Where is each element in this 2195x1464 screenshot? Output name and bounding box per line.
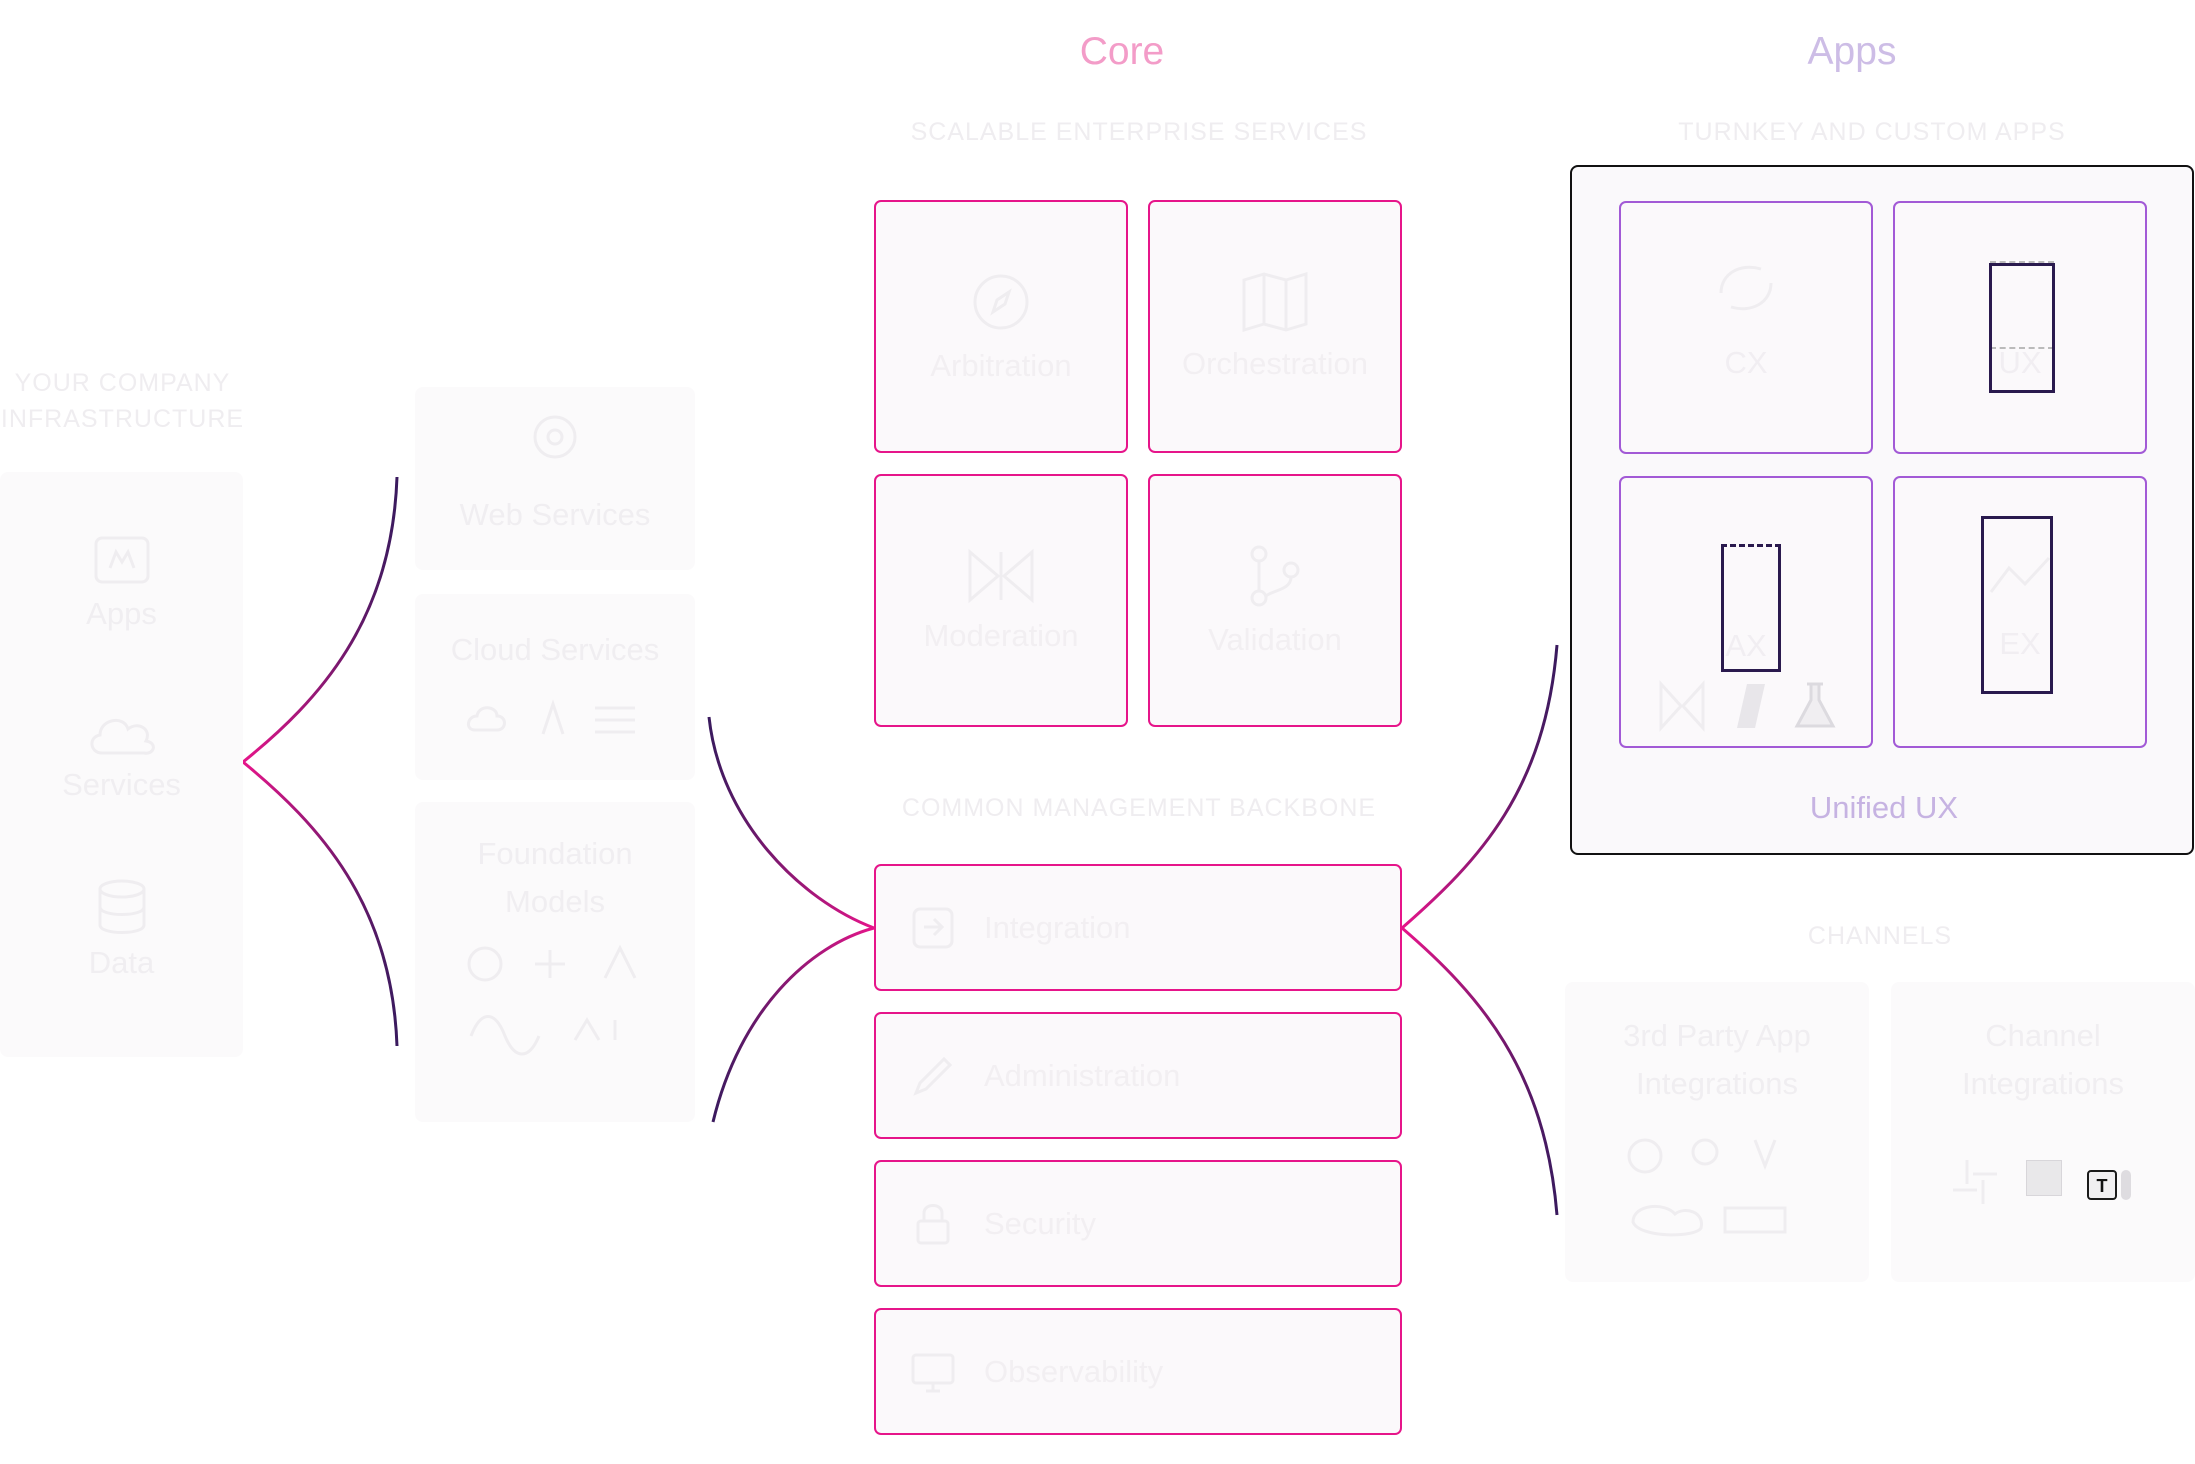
- slack-icon: [1953, 1160, 1997, 1204]
- core-column-title: Core: [1079, 30, 1165, 73]
- backbone-label: Administration: [984, 1057, 1181, 1093]
- backbone-label: Security: [984, 1205, 1096, 1241]
- connector-models-core: [711, 926, 875, 1123]
- infra-item-label: Data: [88, 945, 155, 980]
- connector-core-channels: [1401, 926, 1559, 1216]
- apps-icon: [94, 536, 149, 584]
- foundation-models-box: Foundation Models: [415, 802, 695, 1122]
- backbone-row-observability: Observability: [874, 1308, 1402, 1435]
- app-tile-ax: AX: [1619, 476, 1873, 748]
- infra-item-label: Apps: [86, 596, 157, 631]
- cloud-services-box: Cloud Services: [415, 594, 695, 780]
- apps-section-label: TURNKEY AND CUSTOM APPS: [1678, 118, 2066, 146]
- infra-item-services: Services: [0, 707, 243, 803]
- backbone-row-administration: Administration: [874, 1012, 1402, 1139]
- service-tile-validation: Validation: [1148, 474, 1402, 727]
- ux-icon: [1990, 261, 2054, 349]
- infra-item-data: Data: [0, 877, 243, 981]
- service-tile-moderation: Moderation: [874, 474, 1128, 727]
- infra-item-label: Services: [62, 767, 181, 802]
- cloud-provider-logos: [467, 699, 635, 735]
- git-branch-icon: [1250, 545, 1300, 606]
- chat-window-icon: [2026, 1160, 2062, 1196]
- connector-infra-web: [242, 476, 399, 764]
- service-label: Orchestration: [1181, 345, 1369, 381]
- backbone-label: Observability: [984, 1353, 1164, 1389]
- web-services-label: Web Services: [459, 497, 651, 532]
- enterprise-services-label: SCALABLE ENTERPRISE SERVICES: [910, 118, 1368, 146]
- infrastructure-panel: Apps Services Data: [0, 472, 243, 1057]
- app-tile-ex: EX: [1893, 476, 2147, 748]
- third-party-logos: [1627, 1138, 1787, 1237]
- app-tile-cx: CX: [1619, 201, 1873, 454]
- app-tile-label: AX: [1725, 628, 1767, 663]
- database-icon: [98, 879, 145, 934]
- app-tile-ux: UX: [1893, 201, 2147, 454]
- app-tile-label: UX: [1998, 345, 2042, 380]
- cloud-services-label: Cloud Services: [450, 632, 660, 667]
- unified-ux-panel: CX UX AX EX Unified UX: [1570, 165, 2194, 855]
- service-label: Moderation: [923, 617, 1079, 653]
- ex-icon: [1989, 556, 2051, 593]
- service-tile-orchestration: Orchestration: [1148, 200, 1402, 453]
- model-provider-logos: [467, 944, 637, 1056]
- channels-label: CHANNELS: [1807, 922, 1953, 950]
- service-label: Validation: [1208, 621, 1342, 657]
- ax-tool-logos: [1659, 680, 1836, 732]
- backbone-label: Integration: [984, 909, 1131, 945]
- connector-cloud-core: [707, 716, 875, 930]
- teams-icon: T: [2087, 1170, 2117, 1200]
- foundation-models-label: Foundation Models: [477, 836, 633, 919]
- integration-icon: [912, 907, 954, 948]
- management-backbone-label: COMMON MANAGEMENT BACKBONE: [901, 794, 1377, 822]
- service-label: Arbitration: [930, 347, 1072, 383]
- cx-icon: [1719, 265, 1773, 311]
- connector-infra-models: [242, 760, 399, 1047]
- web-services-box: Web Services: [415, 387, 695, 570]
- app-tile-label: EX: [1999, 626, 2041, 661]
- backbone-row-security: Security: [874, 1160, 1402, 1287]
- bowtie-icon: [968, 548, 1034, 603]
- backbone-row-integration: Integration: [874, 864, 1402, 991]
- service-tile-arbitration: Arbitration: [874, 200, 1128, 453]
- compass-icon: [973, 274, 1029, 329]
- ax-device-frame: [1721, 544, 1781, 672]
- infra-item-apps: Apps: [0, 532, 243, 632]
- third-party-integrations-box: 3rd Party App Integrations: [1565, 982, 1869, 1282]
- map-icon: [1242, 271, 1308, 332]
- monitor-icon: [911, 1353, 955, 1392]
- web-services-icon: [533, 415, 577, 459]
- connector-core-apps: [1401, 644, 1559, 930]
- app-tile-label: CX: [1724, 345, 1768, 380]
- channel-integrations-box: Channel Integrations T: [1891, 982, 2195, 1282]
- teams-person-icon: [2121, 1170, 2131, 1200]
- infrastructure-title: YOUR COMPANY INFRASTRUCTURE: [0, 369, 245, 433]
- pencil-icon: [913, 1056, 953, 1096]
- apps-column-title: Apps: [1807, 30, 1897, 73]
- third-party-label: 3rd Party App Integrations: [1623, 1018, 1811, 1101]
- unified-ux-label: Unified UX: [1809, 790, 1959, 825]
- lock-icon: [916, 1203, 950, 1244]
- ux-device-frame: [1989, 263, 2055, 393]
- ex-device-frame: [1981, 516, 2053, 694]
- channel-integrations-label: Channel Integrations: [1962, 1018, 2124, 1101]
- cloud-icon: [90, 719, 155, 755]
